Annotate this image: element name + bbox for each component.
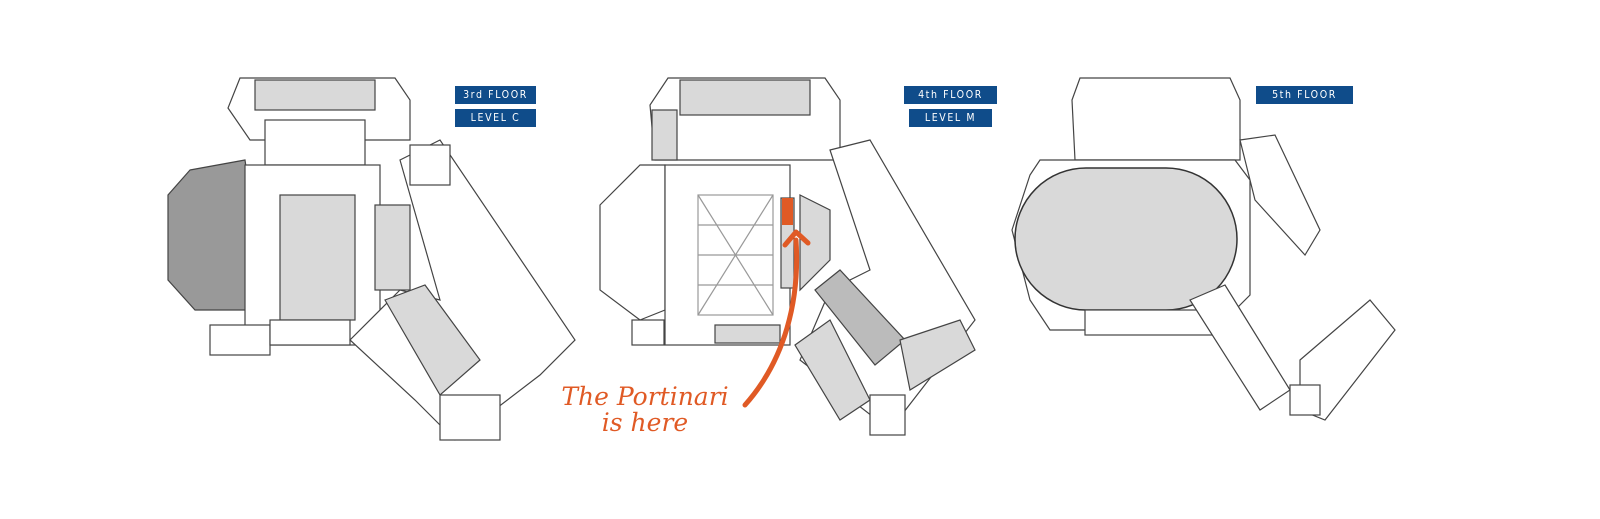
annotation-line-1: The Portinari	[561, 382, 729, 411]
floor-label-3rd: 3rd FLOOR	[455, 86, 536, 104]
floor-plan-4th	[599, 77, 976, 436]
arrowhead	[782, 229, 811, 248]
level-label-c: LEVEL C	[455, 109, 536, 127]
theater-3rd	[167, 159, 256, 311]
arena-5th	[1014, 167, 1238, 311]
floor-label-4th: 4th FLOOR	[904, 86, 997, 104]
floor-plan-5th	[1011, 77, 1396, 421]
level-label-m: LEVEL M	[909, 109, 992, 127]
hall-3rd	[279, 194, 356, 321]
annotation-line-2: is here	[601, 408, 689, 437]
portinari-location	[782, 198, 793, 225]
floor-plan-3rd	[167, 77, 576, 441]
portinari-annotation: The Portinari is here	[535, 384, 755, 436]
pointer-arrow	[742, 237, 800, 408]
floor-label-5th: 5th FLOOR	[1256, 86, 1353, 104]
